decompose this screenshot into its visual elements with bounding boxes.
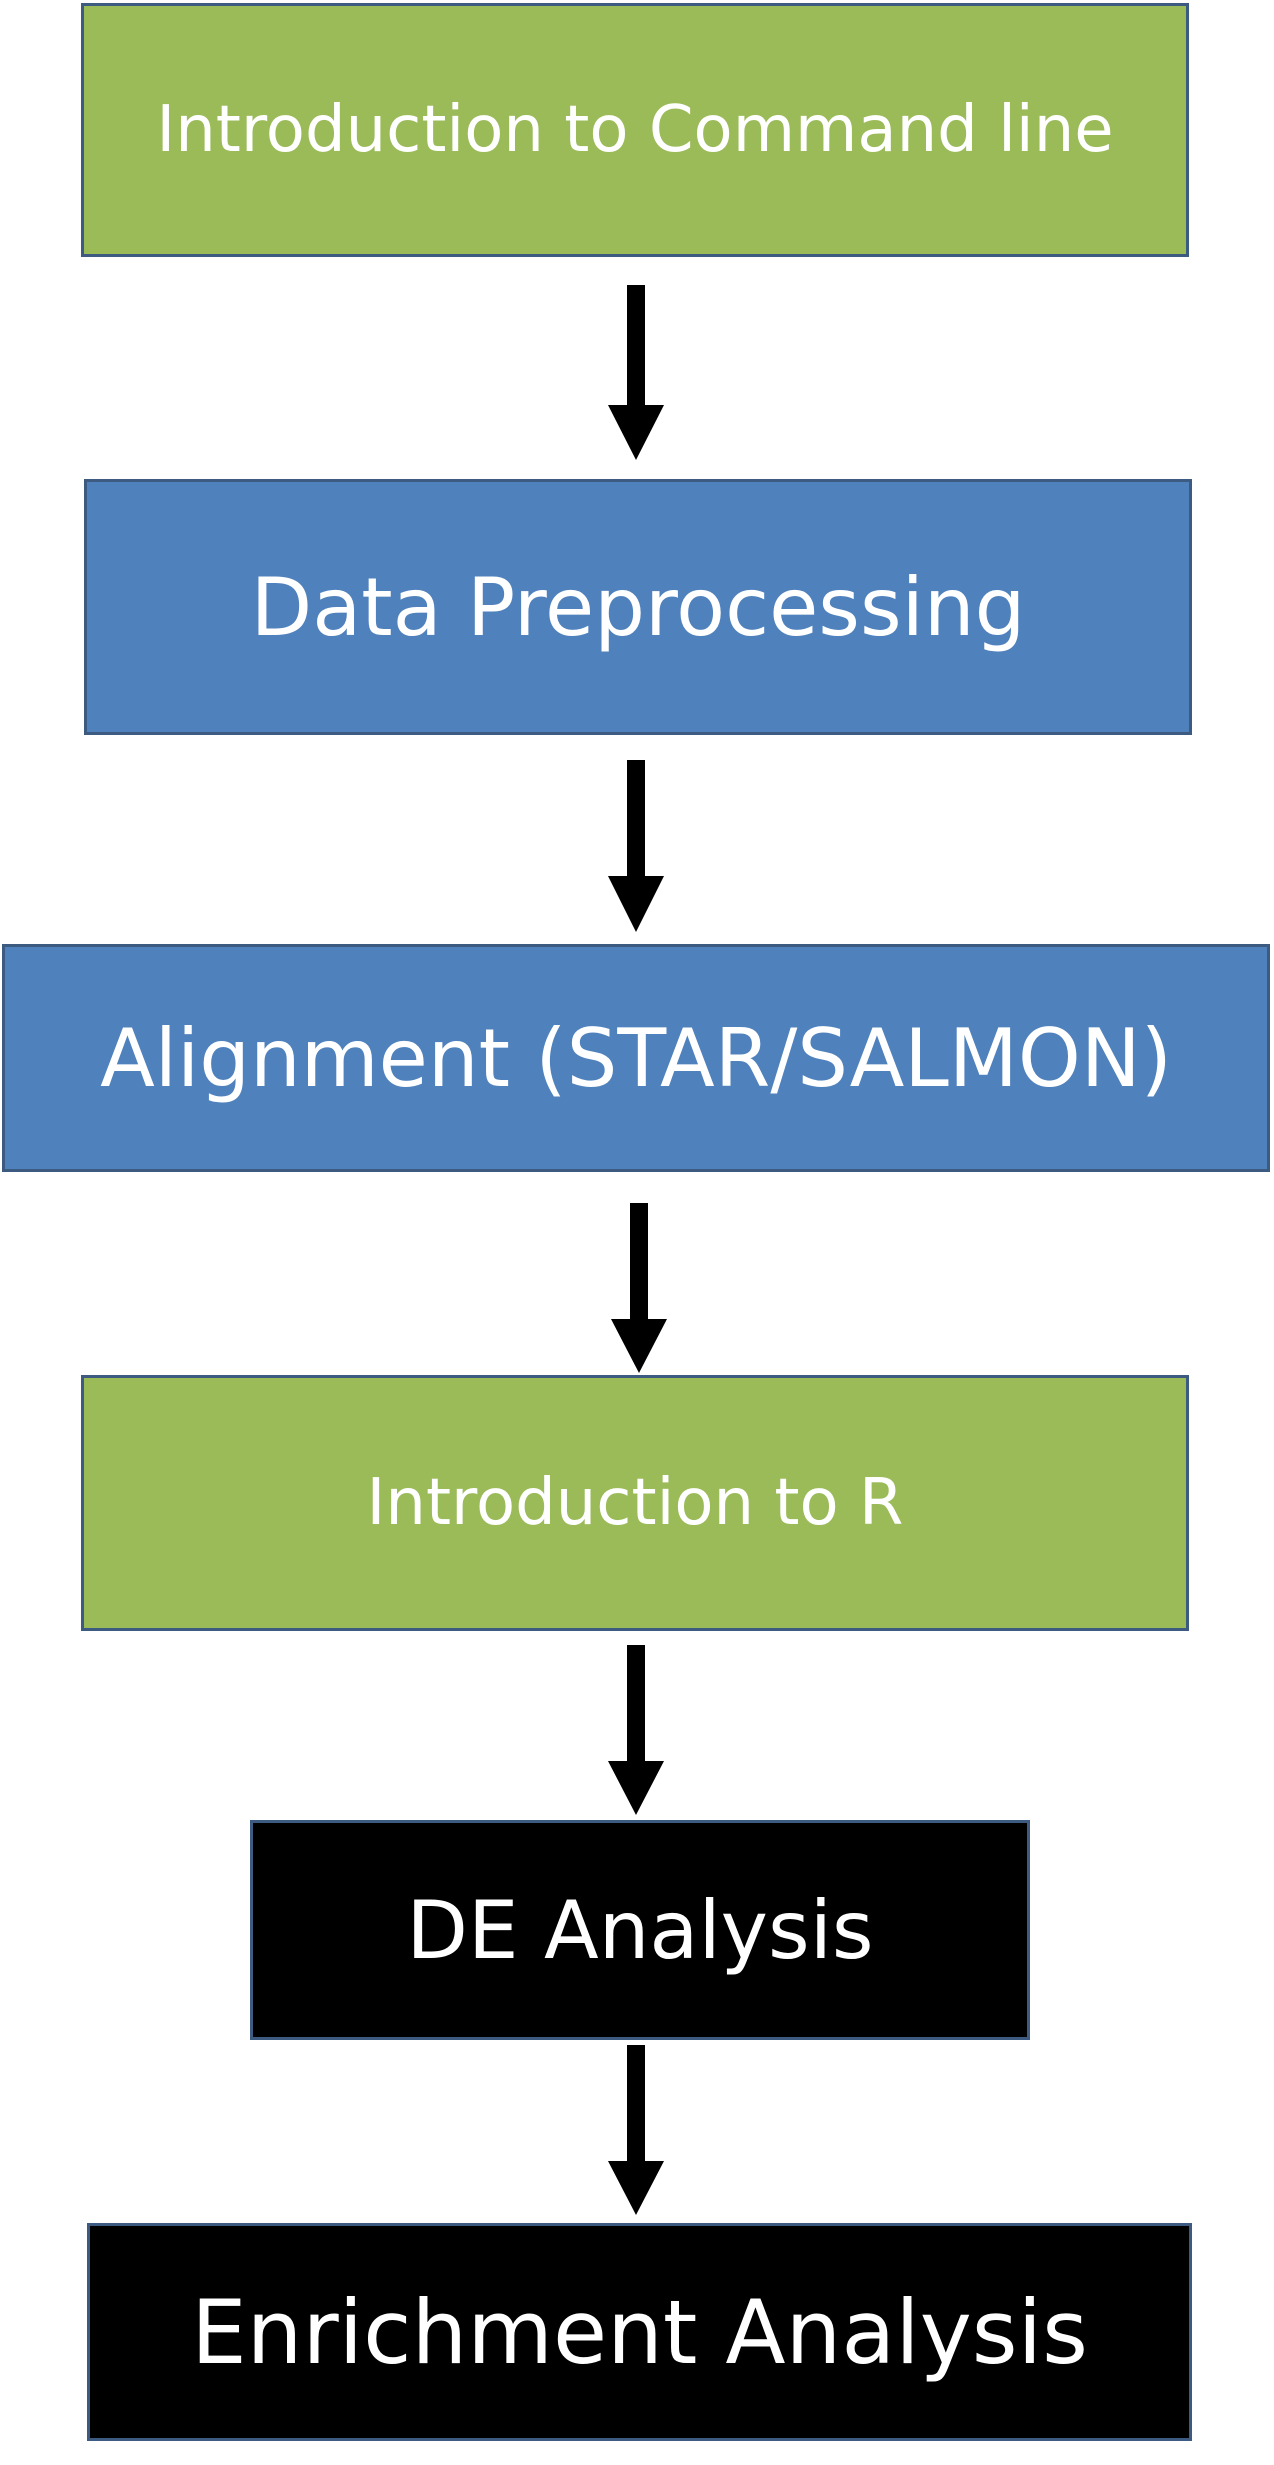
step-label: Data Preprocessing: [250, 560, 1026, 654]
arrow-down-icon: [608, 760, 664, 932]
step-enrichment-analysis: Enrichment Analysis: [87, 2223, 1192, 2441]
step-label: Introduction to R: [366, 1466, 904, 1540]
step-de-analysis: DE Analysis: [250, 1820, 1030, 2040]
arrow-down-icon: [611, 1203, 667, 1373]
step-label: Introduction to Command line: [156, 93, 1114, 167]
step-introduction-r: Introduction to R: [81, 1375, 1189, 1631]
step-label: DE Analysis: [406, 1883, 874, 1977]
arrow-down-icon: [608, 1645, 664, 1815]
step-alignment: Alignment (STAR/SALMON): [2, 944, 1270, 1172]
step-label: Alignment (STAR/SALMON): [100, 1011, 1172, 1105]
step-label: Enrichment Analysis: [191, 2280, 1088, 2384]
step-data-preprocessing: Data Preprocessing: [84, 479, 1192, 735]
step-introduction-command-line: Introduction to Command line: [81, 3, 1189, 257]
arrow-down-icon: [608, 2045, 664, 2215]
arrow-down-icon: [608, 285, 664, 460]
